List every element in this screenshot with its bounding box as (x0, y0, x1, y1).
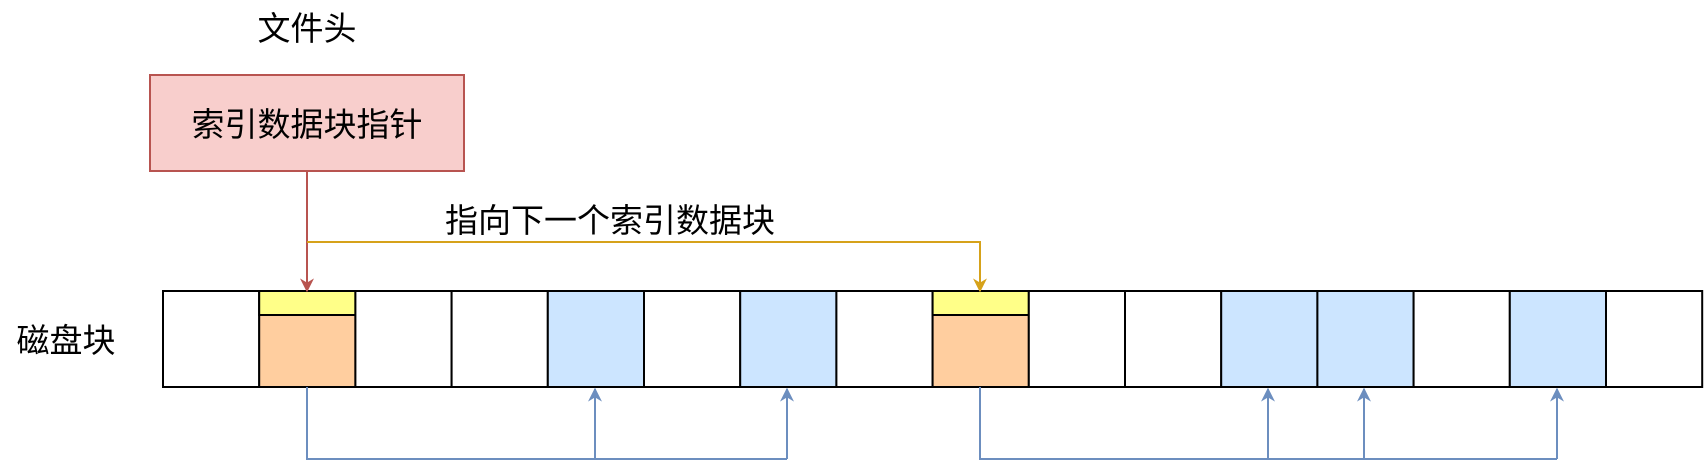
disk-block-label: 磁盘块 (17, 321, 116, 360)
next-index-label: 指向下一个索引数据块 (445, 201, 775, 240)
disk-block-empty (354, 290, 453, 388)
disk-block-data (739, 290, 838, 388)
disk-block-data (1220, 290, 1319, 388)
disk-block-empty (1605, 290, 1704, 388)
disk-block-empty (1027, 290, 1127, 388)
disk-block-empty (835, 290, 934, 388)
disk-block-empty (643, 290, 742, 388)
disk-block-data (1316, 290, 1415, 388)
disk-block-data (1508, 290, 1608, 388)
index-1-data-links (306, 387, 794, 460)
index-pointer-box (149, 74, 465, 172)
disk-block-empty (450, 290, 549, 388)
disk-block-empty (162, 290, 261, 388)
next-index-arrow (307, 241, 987, 293)
disk-block-index (931, 290, 1030, 388)
disk-block-index (258, 290, 357, 388)
index-2-data-links (979, 387, 1564, 460)
disk-block-row (162, 290, 1704, 388)
file-header-title: 文件头 (258, 9, 357, 48)
disk-block-data (546, 290, 645, 388)
index-pointer-label: 索引数据块指针 (192, 105, 423, 144)
disk-block-empty (1412, 290, 1511, 388)
index-pointer-slot (258, 290, 357, 316)
disk-block-empty (1124, 290, 1223, 388)
index-pointer-slot (931, 290, 1030, 316)
